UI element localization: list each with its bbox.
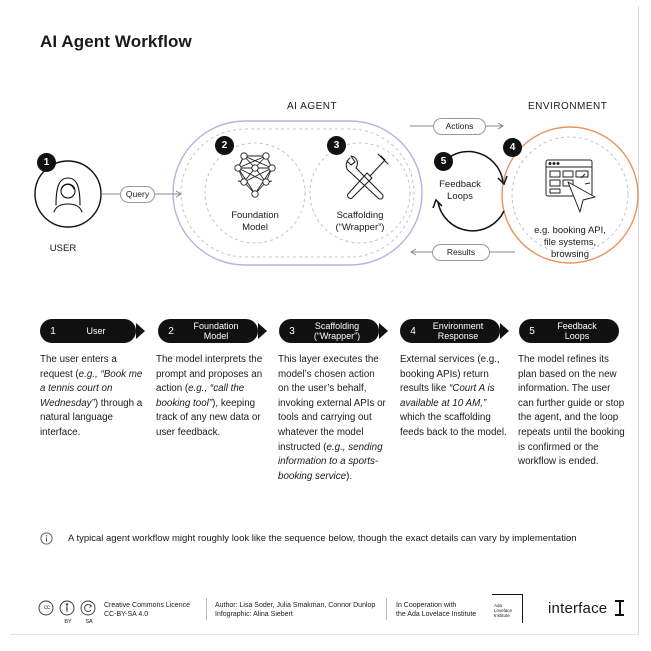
step-number: 1 (50, 325, 56, 337)
step-arrow (379, 323, 388, 339)
step-arrow (258, 323, 267, 339)
step-title: Scaffolding (“Wrapper”) (313, 321, 361, 341)
info-icon (40, 532, 53, 545)
step-title: Environment Response (432, 321, 484, 341)
foundation-circle (204, 142, 306, 244)
step-description: The model interprets the prompt and prop… (156, 353, 266, 441)
description-example: e.g., sending information to a sports-bo… (278, 441, 383, 482)
ada-lovelace-logo: Ada Lovelace Institute (492, 594, 523, 623)
step-title: Feedback Loops (557, 321, 597, 341)
step-number: 4 (410, 325, 416, 337)
badge-environment: 4 (503, 138, 522, 157)
description-text: ) through a natural language interface. (40, 397, 143, 438)
user-avatar-icon (53, 177, 83, 213)
neural-network-icon (234, 152, 276, 198)
cursor-bar-top (615, 600, 624, 602)
browser-click-icon (545, 159, 596, 213)
cooperation-text: In Cooperation with the Ada Lovelace Ins… (396, 602, 477, 618)
step-arrow (136, 323, 145, 339)
environment-section-label: ENVIRONMENT (528, 101, 608, 112)
author-text: Author: Lisa Soder, Julia Smakman, Conno… (215, 602, 376, 618)
ada-logo-text: Ada Lovelace Institute (494, 603, 513, 618)
description-text: External services (e.g., booking APIs) r… (400, 354, 500, 395)
description-text: The model interprets the prompt and prop… (156, 354, 263, 395)
step-scaffolding: 3 Scaffolding (“Wrapper”) (279, 319, 379, 343)
cc-sa-label: SA (85, 619, 93, 625)
badge-feedback: 5 (434, 152, 453, 171)
environment-circle (501, 126, 639, 264)
query-pill: Query (120, 186, 155, 203)
badge-foundation: 2 (215, 136, 234, 155)
foundation-model-label: Foundation Model (231, 210, 279, 233)
step-description: The model refines its plan based on the … (518, 353, 628, 470)
step-description: This layer executes the model’s chosen a… (278, 353, 388, 484)
description-text: ). (346, 470, 353, 482)
step-foundation-model: 2 Foundation Model (158, 319, 258, 343)
page-title: AI Agent Workflow (40, 32, 192, 51)
badge-user: 1 (37, 153, 56, 172)
step-feedback-loops: 5 Feedback Loops (519, 319, 619, 343)
description-text: This layer executes the model’s chosen a… (278, 354, 386, 453)
agent-boundary (172, 120, 423, 266)
cc-icon-text: cc (44, 605, 50, 611)
results-pill: Results (432, 244, 490, 261)
licence-text: Creative Commons Licence CC-BY-SA 4.0 (104, 602, 190, 618)
infographic-card: AI Agent Workflow (10, 6, 639, 635)
step-user: 1 User (40, 319, 136, 343)
environment-examples-label: e.g. booking API, file systems, browsing (534, 225, 606, 260)
step-description: External services (e.g., booking APIs) r… (400, 353, 510, 441)
agent-section-label: AI AGENT (287, 101, 338, 112)
environment-inner-circle (511, 136, 629, 254)
description-text: The model refines its plan based on the … (518, 354, 625, 468)
cursor-bar-icon (619, 600, 621, 616)
feedback-loops-label: Feedback Loops (439, 179, 481, 202)
scaffolding-label: Scaffolding (“Wrapper”) (335, 210, 385, 233)
step-number: 3 (289, 325, 295, 337)
creative-commons-icons (38, 600, 96, 616)
description-text: The user enters a request ( (40, 354, 117, 380)
interface-logo: interface (548, 600, 608, 617)
footer-divider (386, 598, 387, 620)
user-label: USER (49, 243, 77, 254)
tools-icon (345, 153, 389, 200)
description-example: e.g., “call the booking tool” (156, 383, 245, 409)
description-text: ), keeping track of any new data or user… (156, 397, 261, 438)
step-environment-response: 4 Environment Response (400, 319, 500, 343)
step-number: 2 (168, 325, 174, 337)
description-text: which the scaffolding feeds back to the … (400, 412, 507, 438)
step-number: 5 (529, 325, 535, 337)
cursor-bar-bottom (615, 614, 624, 616)
footer-divider (206, 598, 207, 620)
description-example: “Court A is available at 10 AM,” (400, 383, 495, 409)
description-example: e.g., “Book me a tennis court on Wednesd… (40, 368, 143, 409)
actions-pill: Actions (433, 118, 486, 135)
step-title: User (86, 326, 106, 336)
workflow-diagram (34, 120, 639, 266)
scaffolding-circle (309, 142, 411, 244)
step-title: Foundation Model (193, 321, 239, 341)
badge-scaffolding: 3 (327, 136, 346, 155)
step-arrow (500, 323, 509, 339)
workflow-note: A typical agent workflow might roughly l… (68, 533, 577, 544)
step-description: The user enters a request (e.g., “Book m… (40, 353, 150, 441)
cc-by-label: BY (64, 619, 72, 625)
